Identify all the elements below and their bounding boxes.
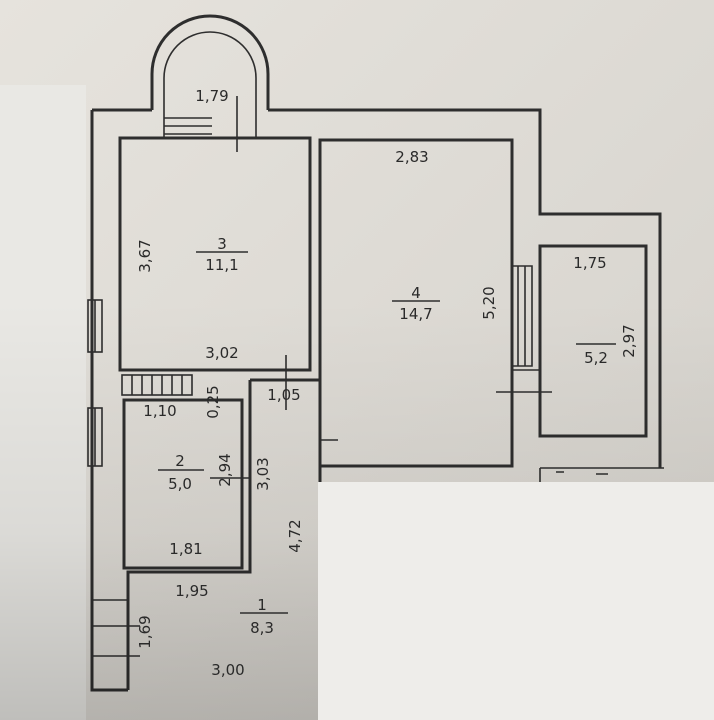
room-4-number: 4 xyxy=(411,284,421,302)
room-4-top-dimension: 2,83 xyxy=(395,148,428,166)
room-1-area: 8,3 xyxy=(250,619,274,637)
room-4-side-dimension: 5,20 xyxy=(480,286,498,319)
room-2-top-dimension: 1,10 xyxy=(143,402,176,420)
balcony-area: 5,2 xyxy=(584,349,608,367)
room-2-number: 2 xyxy=(175,452,185,470)
wall-thickness-dimension: 0,25 xyxy=(204,385,222,418)
room-1-top-dimension: 1,95 xyxy=(175,582,208,600)
bay-window xyxy=(150,14,270,152)
room-3-bottom-dimension: 3,02 xyxy=(205,344,238,362)
room-3-number: 3 xyxy=(217,235,227,253)
room-1-number: 1 xyxy=(257,596,267,614)
room-3-area: 11,1 xyxy=(205,256,238,274)
corridor-upper-dimension: 3,03 xyxy=(254,457,272,490)
balcony-top-dimension: 1,75 xyxy=(573,254,606,272)
room-3-side-dimension: 3,67 xyxy=(136,239,154,272)
room-1-bottom-dimension: 3,00 xyxy=(211,661,244,679)
room-2-side-dimension: 2,94 xyxy=(216,453,234,486)
corridor-length-dimension: 4,72 xyxy=(286,519,304,552)
balcony-side-dimension: 2,97 xyxy=(620,324,638,357)
corridor-top-dimension: 1,05 xyxy=(267,386,300,404)
room-2-bottom-dimension: 1,81 xyxy=(169,540,202,558)
room-1-side-dimension: 1,69 xyxy=(136,615,154,648)
overlay-paper-sheet xyxy=(318,482,714,720)
room-2-area: 5,0 xyxy=(168,475,192,493)
room-4-area: 14,7 xyxy=(399,305,432,323)
bay-width-dimension: 1,79 xyxy=(195,87,228,105)
